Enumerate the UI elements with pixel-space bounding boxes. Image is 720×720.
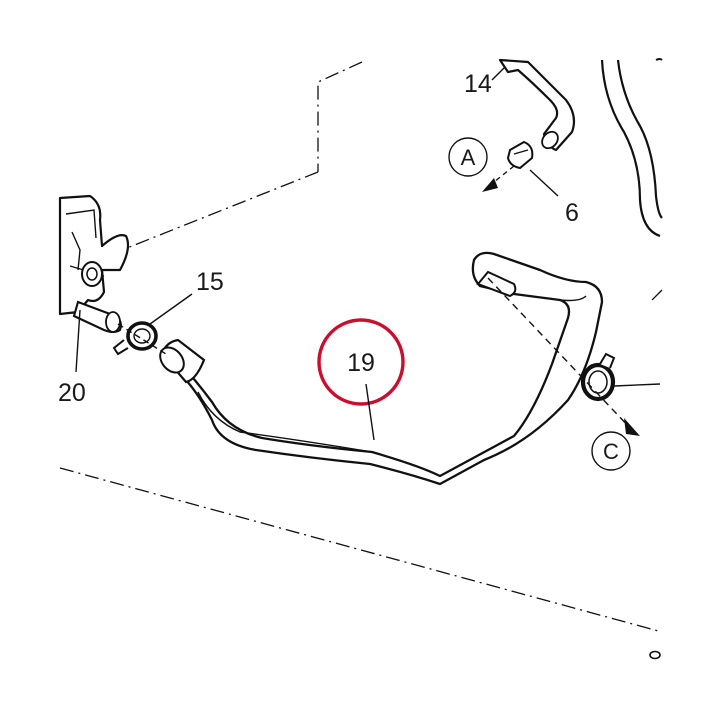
valve-outlet-opening [105,311,121,333]
valve-detail-1 [65,209,97,239]
hose-19-bend-edge [559,295,587,302]
clamp-right[interactable] [580,352,661,402]
clamp-15-ring [126,321,158,351]
clamp-right-ring-inner [588,370,608,394]
callout-14: 14 [464,70,492,98]
axis-arrow-a [482,178,498,192]
axis-line-a [493,165,515,183]
callout-20: 20 [58,379,86,407]
axis-line-c [487,277,633,431]
small-fitting-bottom-right [649,650,661,660]
part-20-valve[interactable] [58,194,130,373]
clamp-15-ear [112,339,129,356]
hose-14-leader [491,67,505,81]
hose-19-inner-edge [197,391,373,453]
highlight-ring [317,318,405,406]
view-marker-c-label: C [603,439,619,464]
clamp-right-leader [613,383,661,387]
hose-19-outline [167,251,604,486]
callout-19: 19 [347,349,375,377]
view-marker-a[interactable]: A [448,137,488,177]
ref-line-bottom [59,467,663,633]
valve-detail-2 [71,231,81,271]
ref-line-right-edge [651,289,663,301]
hose-right-edge-end [655,58,663,61]
valve-port-inner [86,267,98,281]
valve-body [58,194,130,316]
clamp-15-leader [149,293,193,325]
valve-leader-20 [75,309,81,373]
clamp-6[interactable] [506,140,559,197]
hose-19-end-right [476,270,517,298]
reference-lines [59,61,663,633]
valve-port [81,261,103,287]
callout-6: 6 [565,199,579,227]
hose-right-edge [600,58,663,660]
clamp-6-body [506,140,534,170]
view-marker-a-label: A [461,145,476,170]
view-marker-c[interactable]: C [591,431,631,471]
hose-right-edge-outline-2 [616,59,663,219]
hose-14-outline [498,58,576,152]
ref-line-top-diagonal [121,171,319,251]
callout-19-leader [365,383,375,441]
hose-19-opening-left [159,346,185,374]
callout-19-highlight[interactable]: 19 [317,318,405,441]
clamp-6-leader [529,169,559,197]
ref-line-top-upper [317,61,363,172]
clamp-right-ear [599,352,616,369]
clamp-6-detail [513,149,529,155]
hose-14[interactable] [491,58,576,152]
hose-14-end [541,130,559,150]
hose-right-edge-outline [600,59,661,238]
axis-arrow-c [624,418,640,436]
clamp-15-ring-inner [133,328,151,344]
callout-15: 15 [196,268,224,296]
hose-19[interactable] [155,251,604,486]
clamp-15[interactable] [112,293,193,356]
clamp-right-ring [580,362,616,402]
